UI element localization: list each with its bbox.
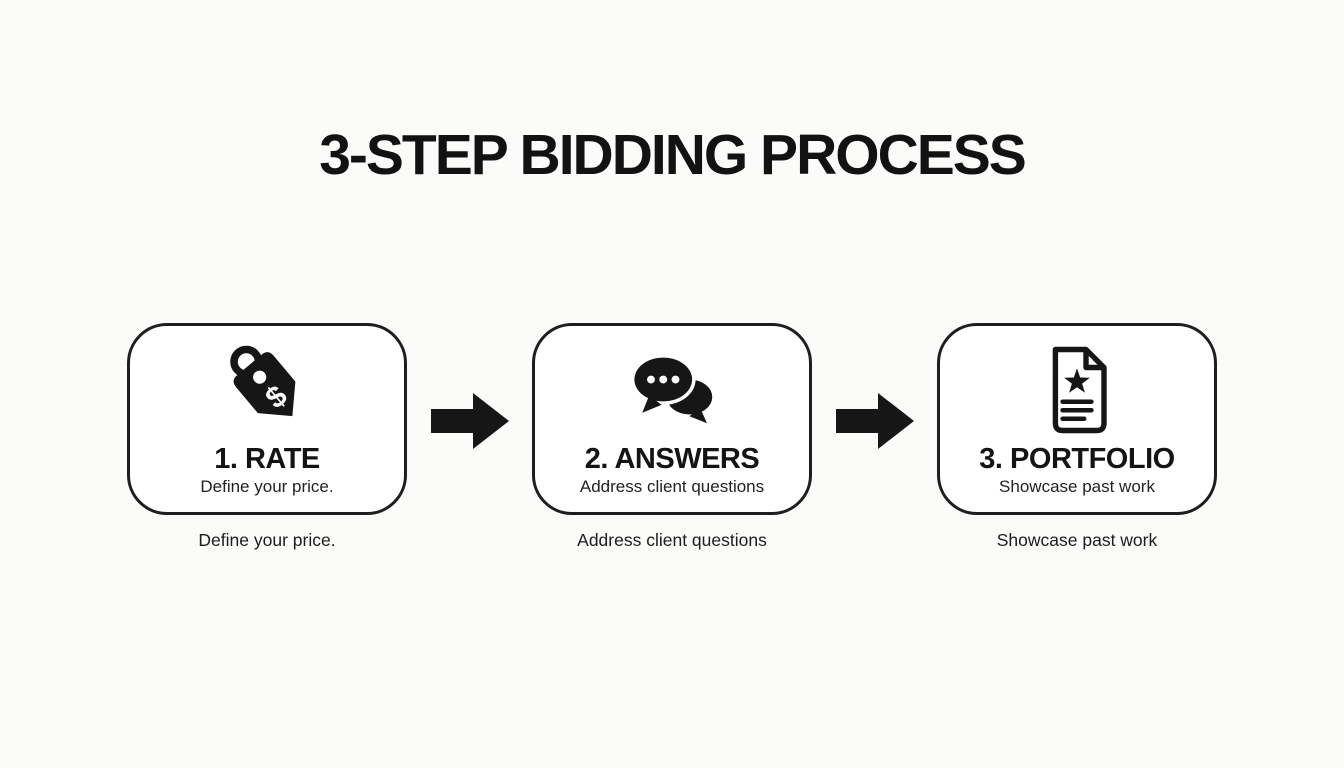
step-card-portfolio: 3. PORTFOLIO Showcase past work [937, 323, 1217, 515]
step-subtitle: Define your price. [200, 477, 334, 496]
price-tag-icon: $ [215, 336, 319, 444]
step-caption: Showcase past work [996, 530, 1158, 550]
chat-bubbles-icon [623, 336, 721, 444]
step-subtitle: Address client questions [579, 477, 765, 496]
document-star-icon [1041, 336, 1113, 444]
step-subtitle: Showcase past work [999, 477, 1155, 496]
arrow-right-icon [812, 385, 937, 453]
step-card-rate: $ 1. RATE Define your price. [127, 323, 407, 515]
process-flow: $ 1. RATE Define your price. [0, 323, 1344, 515]
caption-spacer [812, 530, 937, 551]
page-title: 3-STEP BIDDING PROCESS [319, 123, 1027, 187]
step-card-answers: 2. ANSWERS Address client questions [532, 323, 812, 515]
step-heading: 2. ANSWERS [584, 443, 760, 475]
step-caption: Define your price. [198, 530, 336, 550]
caption-spacer [407, 530, 532, 551]
step-heading: 1. RATE [214, 443, 320, 475]
caption-row: Define your price. Address client questi… [0, 530, 1344, 551]
step-caption: Address client questions [577, 530, 767, 550]
step-heading: 3. PORTFOLIO [979, 443, 1175, 475]
arrow-right-icon [407, 385, 532, 453]
